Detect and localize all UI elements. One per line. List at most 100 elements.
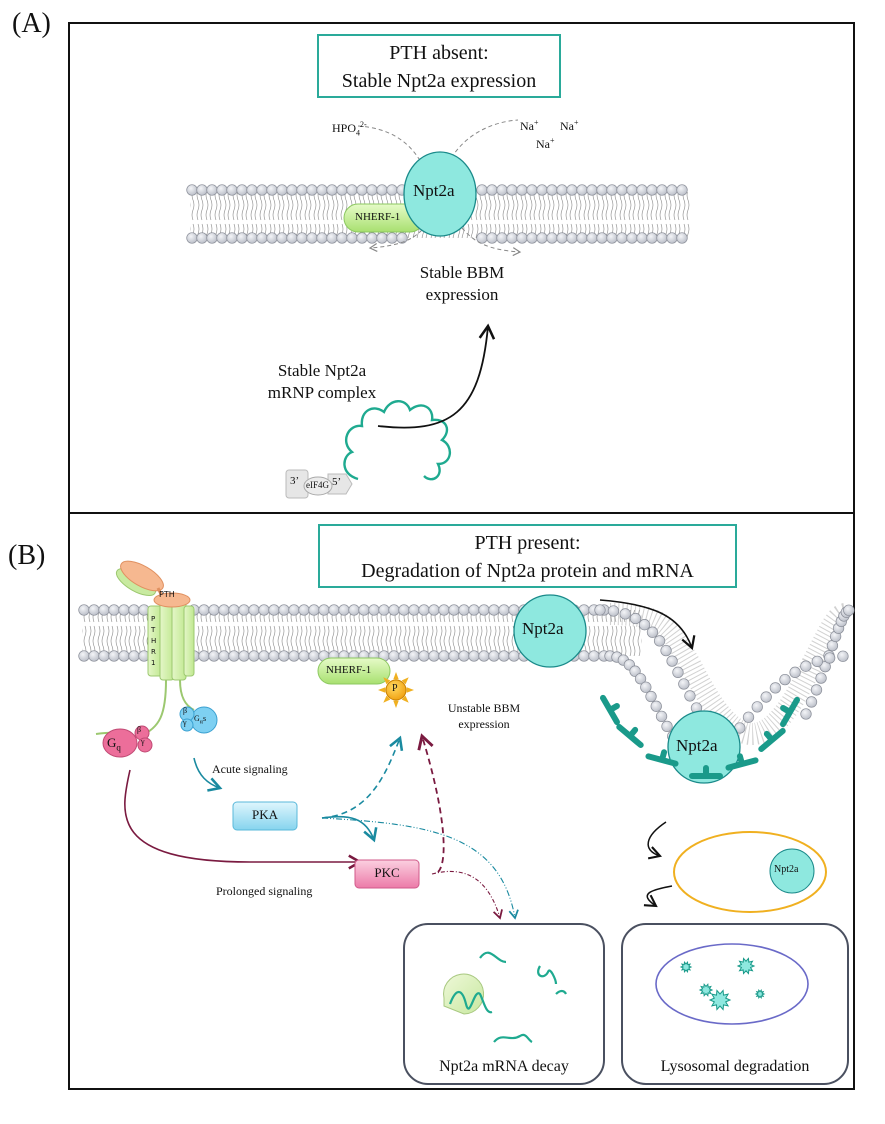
lipid-head	[640, 681, 652, 693]
lipid-head	[186, 232, 198, 244]
npt2a-endocytosing	[667, 710, 741, 784]
sodium-ion-label-2: Na+	[560, 118, 579, 133]
lipid-head	[760, 691, 772, 703]
pth-hormone-tail	[120, 560, 164, 592]
panel-b-title-line1: PTH present:	[474, 532, 581, 554]
lipid-head	[448, 604, 460, 616]
lipid-head	[346, 232, 358, 244]
lipid-head	[566, 184, 578, 196]
lipid-head	[216, 184, 228, 196]
lipid-head	[498, 604, 510, 616]
lipid-head	[288, 604, 300, 616]
lipid-head	[594, 604, 606, 616]
gq-label: Gq	[107, 735, 121, 753]
gas-label: Gαs	[194, 714, 207, 726]
lipid-head	[438, 650, 450, 662]
lipid-head	[576, 232, 588, 244]
phospho-ray	[393, 700, 399, 708]
lipid-head	[88, 650, 100, 662]
npt2a-endosome-label: Npt2a	[774, 864, 799, 875]
protein-fragment	[679, 961, 693, 973]
acute-signaling-arrow	[193, 757, 223, 792]
lipid-head	[386, 184, 398, 196]
lipid-head	[616, 232, 628, 244]
lipid-head	[308, 650, 320, 662]
lipid-head	[779, 673, 791, 686]
lipid-head	[296, 184, 308, 196]
lipid-head	[769, 682, 782, 694]
lipid-head	[516, 232, 528, 244]
lipid-head	[88, 604, 100, 616]
lipid-head	[666, 655, 678, 667]
lipid-head	[256, 184, 268, 196]
lipid-head	[546, 232, 558, 244]
phospho-ray	[393, 672, 399, 680]
lipid-head	[228, 604, 240, 616]
lipid-head	[811, 655, 823, 668]
lipid-head	[368, 604, 380, 616]
lipid-head	[619, 608, 631, 620]
mrna-fragments	[448, 951, 567, 1043]
lipid-head	[288, 650, 300, 662]
lipid-head	[606, 184, 618, 196]
nherf1-protein-b	[317, 657, 391, 685]
pkc-to-mrna-decay-arrow	[431, 870, 503, 920]
lipid-head	[656, 232, 668, 244]
lipid-head	[650, 700, 662, 712]
lipid-head	[438, 604, 450, 616]
lipid-head	[800, 660, 812, 672]
lipid-head	[208, 604, 220, 616]
lipid-head	[218, 650, 230, 662]
lipid-head	[228, 650, 240, 662]
lipid-head	[376, 232, 388, 244]
lipid-head	[236, 184, 248, 196]
lipid-head	[800, 708, 812, 720]
sodium-ion-label-3: Na+	[536, 136, 555, 151]
lipid-head	[586, 184, 598, 196]
lipid-head	[536, 232, 548, 244]
lipid-head	[198, 650, 210, 662]
lipid-head	[388, 604, 400, 616]
lipid-head	[576, 184, 588, 196]
lipid-head	[306, 184, 318, 196]
clathrin-triskelion	[780, 696, 800, 728]
nherf1-label-b: NHERF-1	[326, 664, 372, 676]
lipid-head	[248, 604, 260, 616]
phosphate-ion-label: HPO42-	[332, 120, 367, 138]
lipid-head	[258, 650, 270, 662]
lipid-head	[661, 720, 673, 733]
lipid-head	[206, 184, 218, 196]
lipid-head	[805, 696, 818, 708]
lipid-head	[298, 604, 310, 616]
lipid-head	[626, 232, 638, 244]
npt2a-in-endosome	[769, 848, 815, 894]
lipid-head	[256, 232, 268, 244]
three-prime-label: 3’	[290, 475, 300, 487]
pka-to-pkc-arrow	[321, 815, 378, 843]
lipid-head	[428, 604, 440, 616]
lipid-head	[476, 184, 488, 196]
mrna-decay-box	[403, 923, 605, 1085]
clathrin-triskelion	[689, 765, 723, 779]
lipid-head	[216, 232, 228, 244]
lipid-head	[98, 604, 110, 616]
lipid-head	[526, 232, 538, 244]
lipid-head	[286, 184, 298, 196]
lipid-head	[676, 232, 688, 244]
lipid-head	[276, 184, 288, 196]
lipid-head	[789, 666, 801, 678]
lipid-head	[498, 650, 510, 662]
lipid-head	[196, 184, 208, 196]
lipid-head	[486, 232, 498, 244]
lipid-head	[346, 184, 358, 196]
lipid-head	[638, 619, 651, 631]
panel-b-title-line2: Degradation of Npt2a protein and mRNA	[361, 560, 694, 582]
lipid-head	[556, 232, 568, 244]
lipid-head	[606, 232, 618, 244]
lipid-head	[356, 232, 368, 244]
lipid-head	[336, 184, 348, 196]
lipid-head	[666, 184, 678, 196]
to-endosome-arrow	[647, 821, 667, 860]
lipid-head	[810, 684, 823, 696]
lipid-head	[266, 232, 278, 244]
